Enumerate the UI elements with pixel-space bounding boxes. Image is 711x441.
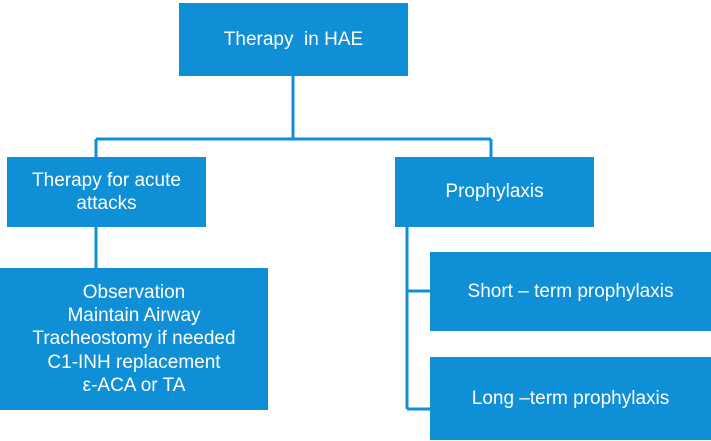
node-therapy-acute-attacks: Therapy for acute attacks xyxy=(7,157,206,227)
acute-treatment-line-4: C1-INH replacement xyxy=(47,351,221,373)
short-term-label: Short – term prophylaxis xyxy=(467,280,674,302)
prophylaxis-label: Prophylaxis xyxy=(445,181,544,203)
acute-treatment-line-1: Observation xyxy=(82,282,186,304)
node-short-term-prophylaxis: Short – term prophylaxis xyxy=(430,252,711,331)
acute-treatment-line-2: Maintain Airway xyxy=(67,305,201,327)
long-term-label: Long –term prophylaxis xyxy=(471,387,670,409)
acute-label-line-1: Therapy for acute xyxy=(32,169,181,191)
acute-treatment-line-3: Tracheostomy if needed xyxy=(32,328,236,350)
acute-label-line-2: attacks xyxy=(76,193,137,214)
node-acute-treatment-list: Observation Maintain Airway Tracheostomy… xyxy=(0,268,268,410)
root-node-therapy-in-hae: Therapy in HAE xyxy=(179,3,408,76)
node-prophylaxis: Prophylaxis xyxy=(395,157,594,227)
acute-treatment-line-5: ε-ACA or TA xyxy=(82,374,186,396)
root-node-label: Therapy in HAE xyxy=(223,28,364,50)
node-long-term-prophylaxis: Long –term prophylaxis xyxy=(430,357,711,440)
